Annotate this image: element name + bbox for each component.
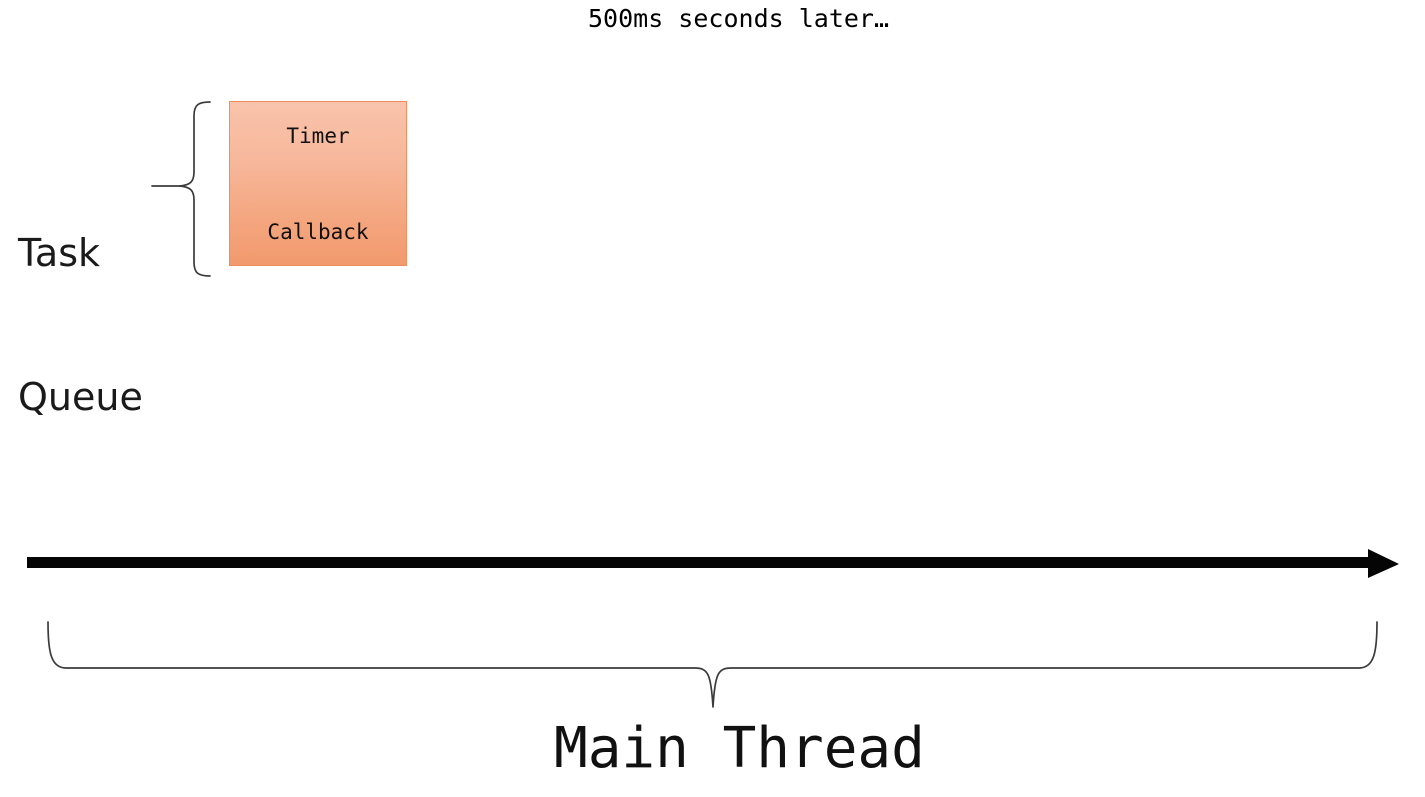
task-queue-item-timer-callback[interactable]: Timer Callback [229, 101, 407, 266]
task-queue-item-label-line2: Callback [267, 219, 369, 244]
page-title: 500ms seconds later… [588, 4, 890, 33]
main-thread-label-container: Main Thread [554, 716, 925, 782]
left-curly-brace-icon [151, 101, 211, 277]
task-queue-item-label: Timer Callback [267, 56, 368, 312]
main-thread-arrow-icon [27, 549, 1399, 578]
task-queue-item-label-line1: Timer [286, 123, 350, 148]
bottom-curly-brace-icon [47, 621, 1378, 708]
task-queue-label: Task Queue [18, 133, 148, 517]
task-queue-label-line1: Task [18, 231, 101, 275]
task-queue-label-line2: Queue [18, 375, 143, 419]
main-thread-label: Main Thread [554, 716, 925, 781]
title-container: 500ms seconds later… [588, 4, 890, 34]
